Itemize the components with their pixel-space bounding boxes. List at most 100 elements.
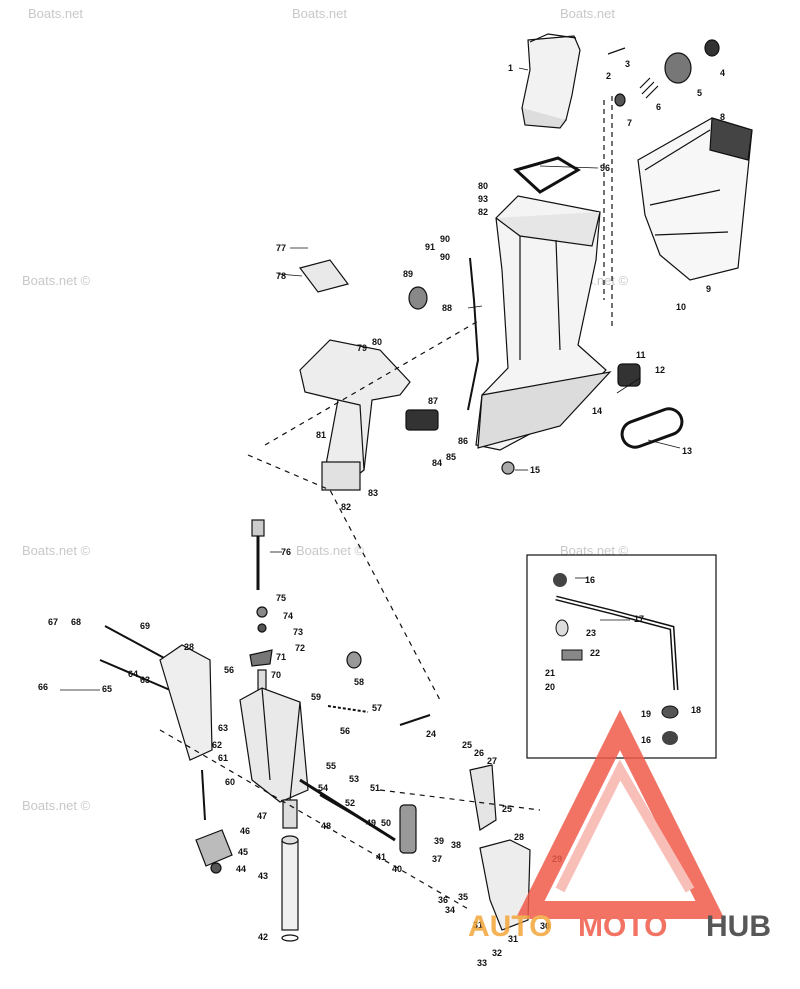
callout-28-left: 28 — [184, 642, 194, 652]
callout-25-lower: 25 — [502, 804, 512, 814]
watermark: Boats.net — [560, 6, 615, 21]
callout-47: 47 — [257, 811, 267, 821]
callout-91: 91 — [425, 242, 435, 252]
callout-40: 40 — [392, 864, 402, 874]
callout-89: 89 — [403, 269, 413, 279]
callout-23: 23 — [586, 628, 596, 638]
watermark: Boats.net © — [22, 798, 91, 813]
callout-56-left: 56 — [224, 665, 234, 675]
callout-69: 69 — [140, 621, 150, 631]
watermark: Boats.net © — [22, 543, 91, 558]
callout-84: 84 — [432, 458, 442, 468]
callout-46: 46 — [240, 826, 250, 836]
watermark: Boats.net © — [296, 543, 365, 558]
callout-34: 34 — [445, 905, 455, 915]
automotohub-logo: AUTO MOTO HUB — [468, 709, 771, 943]
callout-11: 11 — [636, 350, 646, 360]
callout-labels: 1 2 3 4 5 6 7 8 9 10 11 12 13 14 15 16 1… — [38, 59, 725, 968]
inset-steering-link — [526, 554, 717, 759]
callout-44: 44 — [236, 864, 246, 874]
callout-64: 64 — [128, 669, 138, 679]
callout-70: 70 — [271, 670, 281, 680]
callout-28-right: 28 — [514, 832, 524, 842]
callout-73: 73 — [293, 627, 303, 637]
callout-53: 53 — [349, 774, 359, 784]
callout-67: 67 — [48, 617, 58, 627]
callout-63-right: 63 — [218, 723, 228, 733]
callout-2: 2 — [606, 71, 611, 81]
callout-96: 96 — [600, 163, 610, 173]
upper-assembly — [467, 33, 753, 475]
lower-assembly — [99, 519, 541, 942]
callout-85: 85 — [446, 452, 456, 462]
callout-18: 18 — [691, 705, 701, 715]
callout-63-left: 63 — [140, 675, 150, 685]
callout-21: 21 — [545, 668, 555, 678]
callout-51: 51 — [370, 783, 380, 793]
callout-74: 74 — [283, 611, 293, 621]
callout-90: 90 — [440, 234, 450, 244]
watermark: Boats.net © — [560, 543, 629, 558]
callout-87: 87 — [428, 396, 438, 406]
callout-55: 55 — [326, 761, 336, 771]
callout-79: 79 — [357, 343, 367, 353]
callout-7: 7 — [627, 118, 632, 128]
callout-60: 60 — [225, 777, 235, 787]
callout-88: 88 — [442, 303, 452, 313]
logo-text-auto: AUTO — [468, 910, 552, 943]
callout-25: 25 — [462, 740, 472, 750]
callout-59: 59 — [311, 692, 321, 702]
callout-82-lower: 82 — [341, 502, 351, 512]
callout-93: 93 — [478, 194, 488, 204]
callout-54: 54 — [318, 783, 328, 793]
watermark: Boats.net © — [22, 273, 91, 288]
callout-49: 49 — [366, 818, 376, 828]
callout-50: 50 — [381, 818, 391, 828]
callout-15: 15 — [530, 465, 540, 475]
callout-27: 27 — [487, 756, 497, 766]
callout-17: 17 — [634, 614, 644, 624]
callout-71: 71 — [276, 652, 286, 662]
callout-45: 45 — [238, 847, 248, 857]
callout-36: 36 — [438, 895, 448, 905]
leader-lines — [60, 67, 681, 691]
callout-61: 61 — [218, 753, 228, 763]
callout-8: 8 — [720, 112, 725, 122]
callout-24: 24 — [426, 729, 436, 739]
callout-6: 6 — [656, 102, 661, 112]
callout-38: 38 — [451, 840, 461, 850]
callout-52: 52 — [345, 798, 355, 808]
inset-frame — [526, 554, 717, 759]
callout-26: 26 — [474, 748, 484, 758]
watermarks: Boats.net Boats.net Boats.net Boats.net … — [22, 6, 629, 813]
callout-58: 58 — [354, 677, 364, 687]
callout-30: 30 — [540, 921, 550, 931]
callout-16: 16 — [585, 575, 595, 585]
callout-78: 78 — [276, 271, 286, 281]
callout-90b: 90 — [440, 252, 450, 262]
callout-31: 31 — [508, 934, 518, 944]
callout-35: 35 — [458, 892, 468, 902]
watermark: Boats.net — [28, 6, 83, 21]
callout-22: 22 — [590, 648, 600, 658]
callout-4: 4 — [720, 68, 725, 78]
watermark: Boats.net — [292, 6, 347, 21]
callout-81: 81 — [316, 430, 326, 440]
callout-13: 13 — [682, 446, 692, 456]
callout-80-lower: 80 — [372, 337, 382, 347]
callout-68: 68 — [71, 617, 81, 627]
callout-66: 66 — [38, 682, 48, 692]
callout-72: 72 — [295, 643, 305, 653]
callout-16-lower: 16 — [641, 735, 651, 745]
callout-76: 76 — [281, 547, 291, 557]
callout-42: 42 — [258, 932, 268, 942]
callout-1: 1 — [508, 63, 513, 73]
callout-48: 48 — [321, 821, 331, 831]
callout-37: 37 — [432, 854, 442, 864]
callout-65: 65 — [102, 684, 112, 694]
callout-20: 20 — [545, 682, 555, 692]
callout-19: 19 — [641, 709, 651, 719]
callout-75: 75 — [276, 593, 286, 603]
callout-41: 41 — [376, 852, 386, 862]
